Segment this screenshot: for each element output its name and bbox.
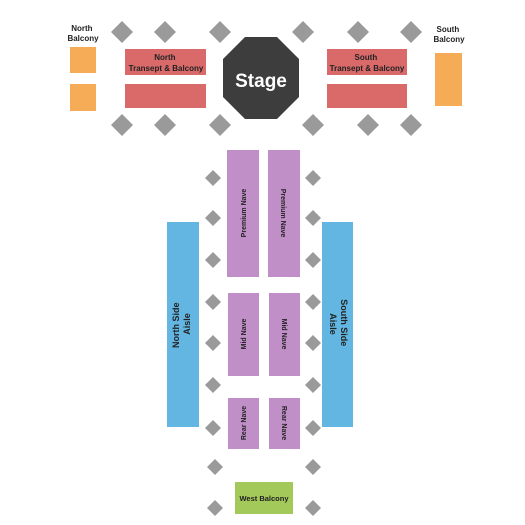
pillar-diamond bbox=[205, 170, 221, 186]
north-balcony-section-lower[interactable] bbox=[70, 84, 96, 111]
south-balcony-label-line1: South bbox=[437, 25, 460, 34]
mid-nave-right-label: Mid Nave bbox=[280, 319, 287, 350]
south-transept-section-lower[interactable] bbox=[327, 84, 407, 108]
south-transept-label: South Transept & Balcony bbox=[330, 53, 405, 73]
pillar-diamond bbox=[400, 21, 422, 43]
pillar-diamond bbox=[305, 335, 321, 351]
pillar-diamond bbox=[207, 459, 223, 475]
premium-nave-right-section[interactable] bbox=[268, 150, 300, 277]
north-transept-label: North Transept & Balcony bbox=[129, 53, 204, 73]
south-balcony-label: South Balcony bbox=[433, 25, 465, 44]
pillar-diamond bbox=[209, 21, 231, 43]
pillar-diamond bbox=[111, 21, 133, 43]
pillar-diamond bbox=[209, 114, 231, 136]
north-side-aisle-label-line2: Aisle bbox=[182, 313, 192, 335]
pillar-diamond bbox=[305, 294, 321, 310]
mid-nave-right-section[interactable] bbox=[269, 293, 300, 376]
premium-nave-left-label: Premium Nave bbox=[241, 189, 248, 238]
south-side-aisle-label-line2: Aisle bbox=[328, 313, 338, 335]
pillars bbox=[111, 21, 422, 516]
rear-nave-left-label: Rear Nave bbox=[241, 406, 248, 440]
pillar-diamond bbox=[111, 114, 133, 136]
pillar-diamond bbox=[292, 21, 314, 43]
pillar-diamond bbox=[305, 170, 321, 186]
rear-nave-right-label: Rear Nave bbox=[280, 406, 287, 440]
west-balcony-section[interactable] bbox=[235, 482, 293, 514]
north-balcony-label-line1: North bbox=[71, 24, 92, 33]
south-transept-label-line2: Transept & Balcony bbox=[330, 64, 405, 73]
north-transept-label-line2: Transept & Balcony bbox=[129, 64, 204, 73]
rear-nave-left-section[interactable] bbox=[228, 398, 259, 449]
rear-nave-right-section[interactable] bbox=[269, 398, 300, 449]
pillar-diamond bbox=[357, 114, 379, 136]
south-transept-label-line1: South bbox=[355, 53, 378, 62]
north-side-aisle-label-line1: North Side bbox=[171, 303, 181, 349]
pillar-diamond bbox=[205, 294, 221, 310]
pillar-diamond bbox=[205, 377, 221, 393]
pillar-diamond bbox=[305, 377, 321, 393]
north-transept-section-lower[interactable] bbox=[125, 84, 206, 108]
pillar-diamond bbox=[205, 210, 221, 226]
south-side-aisle-label: South Side Aisle bbox=[328, 299, 349, 349]
pillar-diamond bbox=[205, 335, 221, 351]
premium-nave-left-section[interactable] bbox=[227, 150, 259, 277]
pillar-diamond bbox=[302, 114, 324, 136]
pillar-diamond bbox=[154, 21, 176, 43]
pillar-diamond bbox=[205, 420, 221, 436]
north-balcony-label: North Balcony bbox=[67, 24, 99, 43]
pillar-diamond bbox=[305, 420, 321, 436]
west-balcony-label: West Balcony bbox=[239, 494, 289, 503]
south-side-aisle-label-line1: South Side bbox=[339, 299, 349, 346]
pillar-diamond bbox=[205, 252, 221, 268]
pillar-diamond bbox=[400, 114, 422, 136]
south-balcony-section[interactable] bbox=[435, 53, 462, 106]
north-balcony-section-upper[interactable] bbox=[70, 47, 96, 73]
north-side-aisle-section[interactable] bbox=[167, 222, 199, 427]
mid-nave-left-label: Mid Nave bbox=[241, 319, 248, 350]
stage-shape[interactable] bbox=[223, 37, 299, 119]
north-transept-label-line1: North bbox=[154, 53, 175, 62]
pillar-diamond bbox=[305, 500, 321, 516]
north-side-aisle-label: North Side Aisle bbox=[171, 300, 192, 348]
mid-nave-left-section[interactable] bbox=[228, 293, 259, 376]
south-balcony-label-line2: Balcony bbox=[433, 35, 465, 44]
north-balcony-label-line2: Balcony bbox=[67, 34, 99, 43]
pillar-diamond bbox=[305, 459, 321, 475]
premium-nave-right-label: Premium Nave bbox=[279, 189, 286, 238]
pillar-diamond bbox=[305, 252, 321, 268]
south-transept-section-upper[interactable] bbox=[327, 49, 407, 75]
stage-label: Stage bbox=[235, 71, 287, 92]
pillar-diamond bbox=[305, 210, 321, 226]
south-side-aisle-section[interactable] bbox=[322, 222, 353, 427]
pillar-diamond bbox=[207, 500, 223, 516]
north-transept-section-upper[interactable] bbox=[125, 49, 206, 75]
pillar-diamond bbox=[154, 114, 176, 136]
pillar-diamond bbox=[347, 21, 369, 43]
